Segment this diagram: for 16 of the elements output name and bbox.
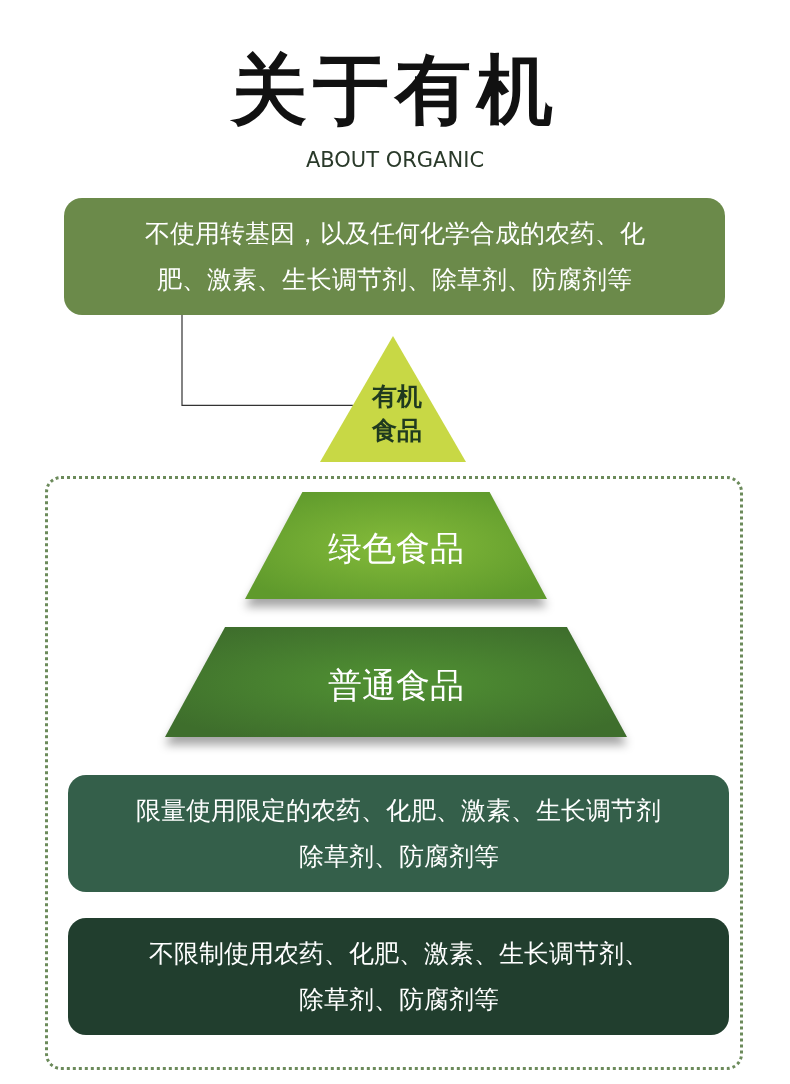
pyramid-tier — [165, 627, 627, 737]
dotted-frame — [45, 476, 743, 1070]
info-card — [68, 775, 729, 892]
pyramid-top-tier — [320, 336, 466, 462]
card-text: 限量使用限定的农药、化肥、激素、生长调节剂除草剂、防腐剂等 — [135, 794, 662, 873]
pyramid-tier — [245, 492, 547, 599]
tier-label: 绿色食品 — [327, 527, 465, 570]
title: 关于有机 — [229, 44, 560, 136]
leader-line — [181, 314, 354, 406]
card-text: 不使用转基因，以及任何化学合成的农药、化肥、激素、生长调节剂、除草剂、防腐剂等 — [143, 217, 646, 296]
tier-label: 有机食品 — [371, 381, 423, 447]
tier-label: 普通食品 — [327, 664, 465, 707]
info-card — [64, 198, 725, 315]
info-card — [68, 918, 729, 1035]
card-text: 不限制使用农药、化肥、激素、生长调节剂、除草剂、防腐剂等 — [147, 937, 650, 1016]
subtitle: ABOUT ORGANIC — [304, 148, 486, 172]
